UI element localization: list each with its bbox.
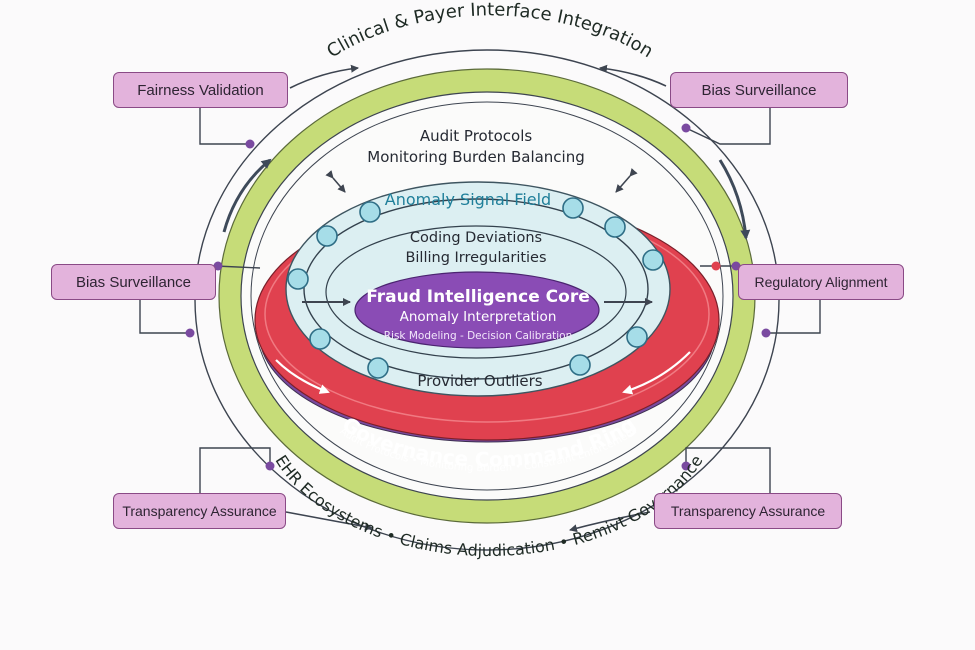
audit-bidirectional-arrow-left — [325, 170, 346, 193]
connector-dot — [761, 328, 771, 338]
sweep-arrow-bottom-left — [285, 511, 373, 531]
connector-mid-left — [215, 265, 261, 269]
connector-dot — [711, 261, 721, 271]
signal-node — [626, 326, 648, 348]
connector-dot — [681, 123, 691, 133]
connector-dot — [245, 139, 255, 149]
inner-boundary-line — [250, 101, 724, 491]
signal-track-outer — [303, 198, 649, 380]
billing-irregularities-text: Billing Irregularities — [405, 250, 546, 266]
bias-surveillance-label-top: Bias Surveillance — [670, 72, 848, 108]
core-detail: Risk Modeling - Decision Calibration — [384, 330, 573, 342]
monitoring-burden-text: Monitoring Burden Balancing — [367, 148, 585, 166]
connector-top-right — [685, 104, 771, 145]
signal-node — [359, 201, 381, 223]
governance-arrow-right — [622, 351, 691, 395]
connector-dot — [265, 461, 275, 471]
connector-top-left — [199, 104, 250, 145]
governance-arrow-left — [275, 359, 330, 394]
signal-node — [367, 357, 389, 379]
connector-dot — [681, 461, 691, 471]
regulatory-alignment-label: Regulatory Alignment — [738, 264, 904, 300]
signal-node — [287, 268, 309, 290]
audit-bidirectional-arrow-right — [615, 168, 638, 193]
signal-node — [642, 249, 664, 271]
fraud-intelligence-core — [354, 271, 600, 349]
connector-dot — [185, 328, 195, 338]
fairness-validation-label: Fairness Validation — [113, 72, 288, 108]
core-title: Fraud Intelligence Core — [366, 287, 590, 307]
signal-node — [562, 197, 584, 219]
signal-field-title: Anomaly Signal Field — [385, 190, 551, 209]
coding-deviations-text: Coding Deviations — [410, 230, 542, 246]
signal-node — [316, 225, 338, 247]
core-subtitle: Anomaly Interpretation — [400, 309, 557, 325]
ring-arrow-right — [718, 159, 751, 240]
connector-mid-right-lower — [766, 298, 821, 334]
connector-mid-left-lower — [139, 298, 190, 334]
provider-outliers-text: Provider Outliers — [417, 372, 542, 390]
audit-protocols-text: Audit Protocols — [420, 127, 533, 145]
signal-node — [569, 354, 591, 376]
connector-bottom-left — [199, 447, 271, 494]
transparency-assurance-label-right: Transparency Assurance — [654, 493, 842, 529]
bias-surveillance-label-left: Bias Surveillance — [51, 264, 216, 300]
connector-bottom-right — [685, 447, 771, 494]
sweep-arrow-top-left — [289, 64, 359, 89]
sweep-arrow-bottom-right — [569, 511, 651, 533]
signal-track-inner — [325, 225, 627, 359]
signal-node — [309, 328, 331, 350]
sweep-arrow-top-right — [599, 64, 667, 87]
outer-boundary-line — [194, 49, 780, 551]
transparency-assurance-label-left: Transparency Assurance — [113, 493, 286, 529]
outer-ring-top-text: Clinical & Payer Interface Integration — [323, 0, 656, 62]
ring-arrow-left — [222, 158, 272, 233]
signal-node — [604, 216, 626, 238]
